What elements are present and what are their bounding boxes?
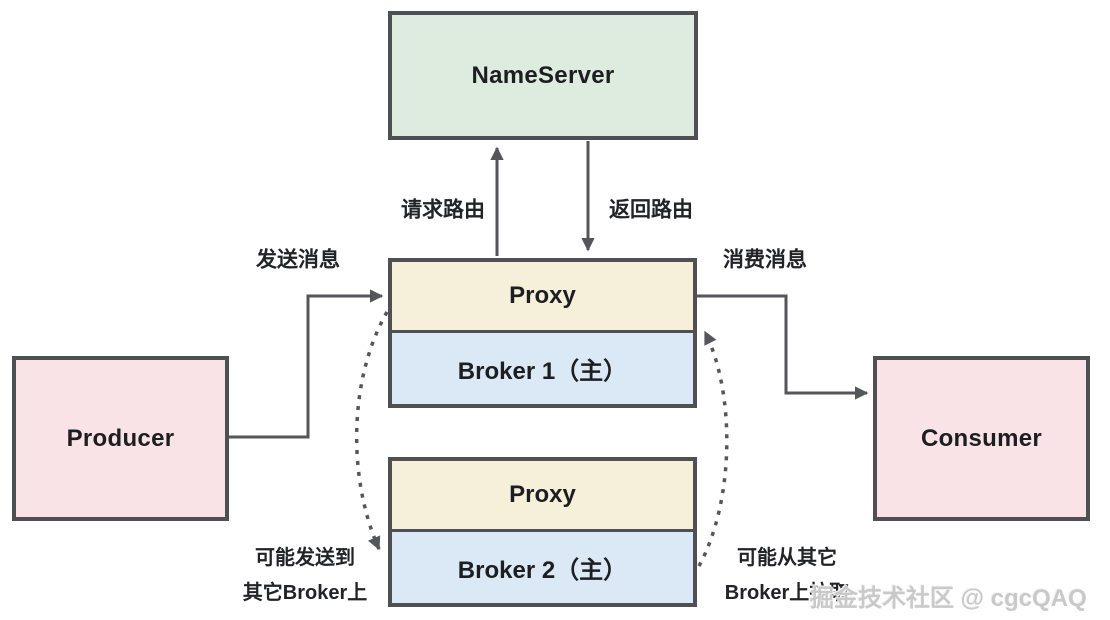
watermark-text: 掘金技术社区 @ cgcQAQ [810,585,1087,612]
consumer-box: Consumer [873,356,1090,521]
broker2-label: Broker 2（主） [457,557,628,584]
proxy1-box: Proxy [392,262,693,333]
producer-label: Producer [66,424,175,452]
producer-box: Producer [12,356,229,521]
may-pull-from-other-broker-label: 可能从其它 Broker上拉取 [725,541,849,611]
arrow-consume-message [697,294,869,400]
proxy2-label: Proxy [509,481,576,508]
may-send-line2: 其它Broker上 [242,582,368,604]
may-send-to-other-broker-label: 可能发送到 其它Broker上 [243,541,367,611]
broker-group-1: Proxy Broker 1（主） [388,258,697,408]
request-route-label: 请求路由 [401,198,485,222]
proxy1-label: Proxy [509,282,576,309]
may-pull-line1: 可能从其它 [736,547,837,569]
dashed-arrow-may-send-to-other-broker [355,311,389,551]
may-send-line1: 可能发送到 [254,547,355,569]
consume-message-label: 消费消息 [723,248,807,272]
proxy2-box: Proxy [392,461,693,532]
may-pull-line2: Broker上拉取 [724,582,850,604]
nameserver-box: NameServer [388,11,698,140]
broker1-label: Broker 1（主） [457,358,628,385]
return-route-label: 返回路由 [609,198,693,222]
broker2-box: Broker 2（主） [392,532,693,603]
consumer-label: Consumer [920,424,1043,452]
broker1-box: Broker 1（主） [392,333,693,404]
arrow-send-message [229,289,384,439]
dashed-arrow-may-pull-from-other-broker [697,330,729,567]
nameserver-label: NameServer [471,61,615,89]
send-message-label: 发送消息 [256,248,340,272]
broker-group-2: Proxy Broker 2（主） [388,457,697,607]
